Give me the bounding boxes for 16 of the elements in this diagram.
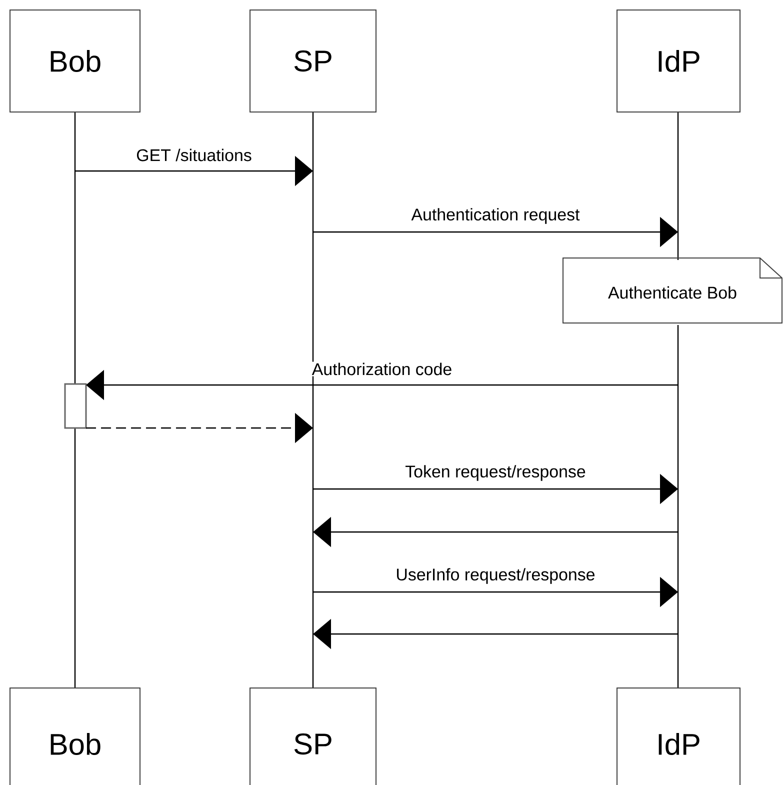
lifeline [312, 112, 314, 688]
note: Authenticate Bob [562, 258, 782, 325]
participant-box: SP [250, 10, 376, 112]
message-label: Authentication request [410, 207, 581, 225]
activation-bar [64, 383, 87, 429]
message-label: UserInfo request/response [394, 567, 596, 585]
participant-box: IdP [616, 688, 740, 785]
participant-box: Bob [10, 10, 140, 112]
participant-box: Bob [10, 688, 140, 785]
lifeline [677, 112, 679, 688]
message-label: Authorization code [310, 362, 454, 376]
participant-box: IdP [616, 10, 740, 112]
participant-box: SP [250, 688, 376, 785]
lifeline [74, 112, 76, 688]
message-label: Token request/response [404, 464, 587, 482]
message-label: GET /situations [135, 148, 253, 162]
